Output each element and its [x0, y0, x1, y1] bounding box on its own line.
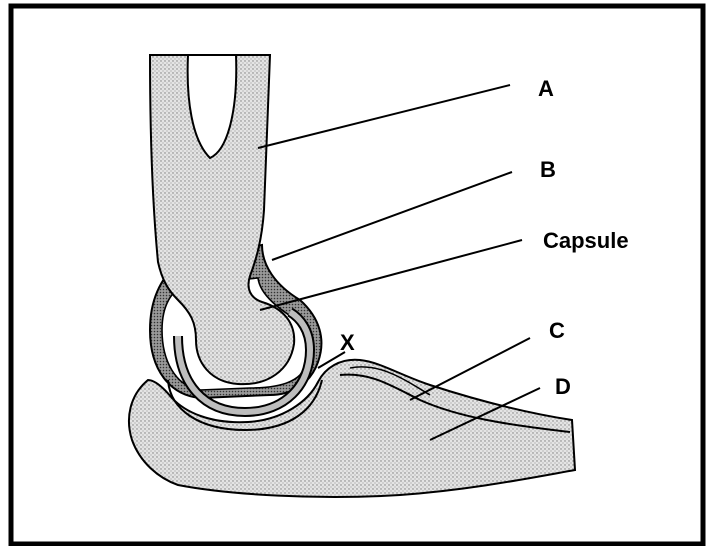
label-x: X	[340, 330, 355, 355]
label-c: C	[549, 318, 565, 343]
label-d: D	[555, 374, 571, 399]
label-b: B	[540, 157, 556, 182]
label-capsule: Capsule	[543, 228, 629, 253]
leader-line-b	[272, 172, 512, 260]
leader-line-c	[410, 338, 530, 400]
leader-line-a	[258, 85, 510, 148]
label-a: A	[538, 76, 554, 101]
